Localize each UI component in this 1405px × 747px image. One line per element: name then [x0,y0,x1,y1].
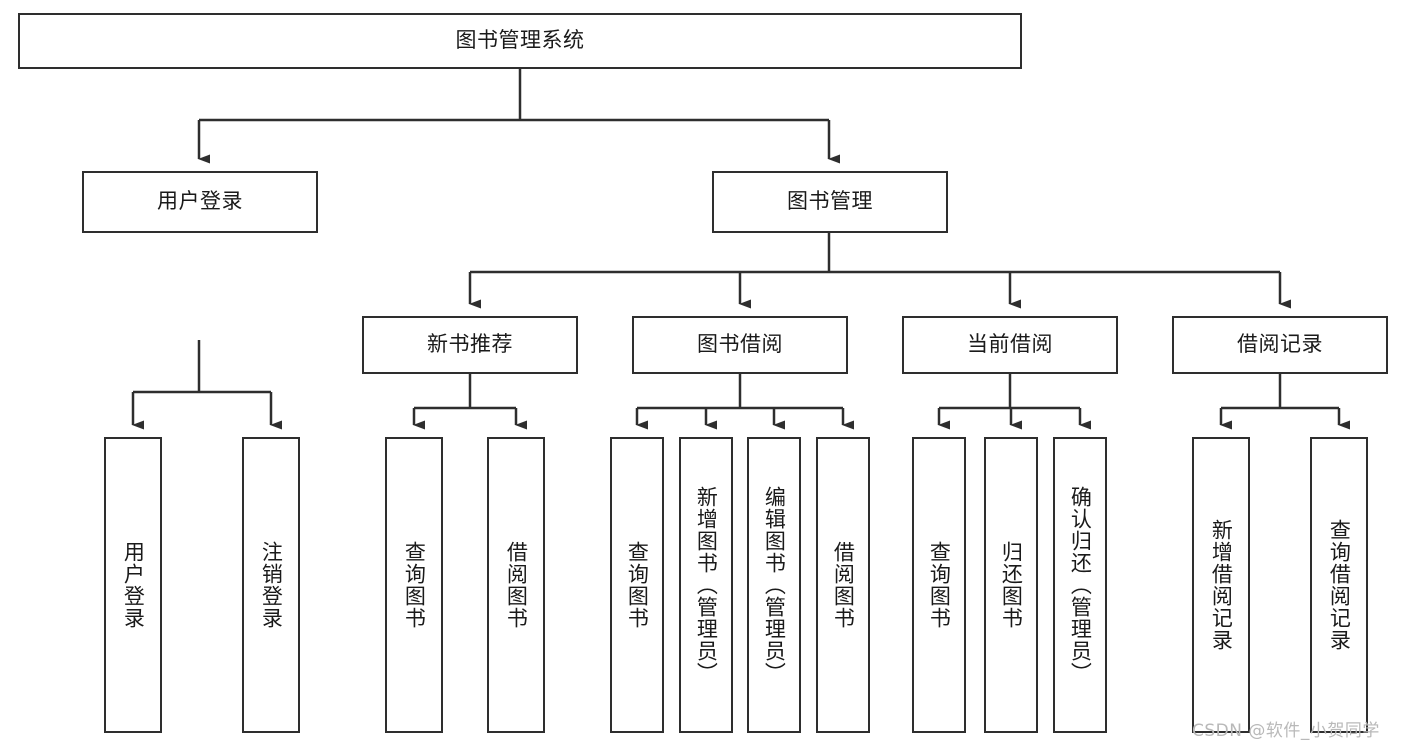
node-label-borrow-record: 借阅记录 [1237,332,1323,357]
node-leaf-query-book-1[interactable]: 查询图书 [385,437,443,733]
node-leaf-add-record[interactable]: 新增借阅记录 [1192,437,1250,733]
node-label-leaf-confirm-return: 确认归还（管理员） [1068,486,1093,684]
node-label-leaf-query-book-3: 查询图书 [927,541,952,629]
node-leaf-user-login[interactable]: 用户登录 [104,437,162,733]
node-current-borrow[interactable]: 当前借阅 [902,316,1118,374]
connector-paths [131,68,1350,430]
node-leaf-query-book-2[interactable]: 查询图书 [610,437,664,733]
node-leaf-borrow-book-1[interactable]: 借阅图书 [487,437,545,733]
node-label-root: 图书管理系统 [455,28,585,53]
node-leaf-edit-book[interactable]: 编辑图书（管理员） [747,437,801,733]
node-leaf-borrow-book-2[interactable]: 借阅图书 [816,437,870,733]
node-label-leaf-return-book: 归还图书 [999,541,1024,629]
node-label-leaf-query-book-2: 查询图书 [625,541,650,629]
node-label-leaf-query-book-1: 查询图书 [402,541,427,629]
watermark-text: CSDN @软件_小贺同学 [1192,721,1380,741]
node-label-leaf-user-login: 用户登录 [121,541,146,629]
node-leaf-return-book[interactable]: 归还图书 [984,437,1038,733]
node-label-user-login: 用户登录 [157,189,243,214]
node-leaf-confirm-return[interactable]: 确认归还（管理员） [1053,437,1107,733]
node-label-leaf-add-record: 新增借阅记录 [1209,519,1234,651]
node-label-leaf-add-book: 新增图书（管理员） [694,486,719,684]
node-book-borrow[interactable]: 图书借阅 [632,316,848,374]
node-leaf-add-book[interactable]: 新增图书（管理员） [679,437,733,733]
node-label-leaf-query-record: 查询借阅记录 [1327,519,1352,651]
node-label-leaf-borrow-book-2: 借阅图书 [831,541,856,629]
node-label-leaf-borrow-book-1: 借阅图书 [504,541,529,629]
node-new-book-rec[interactable]: 新书推荐 [362,316,578,374]
node-book-manage[interactable]: 图书管理 [712,171,948,233]
node-label-current-borrow: 当前借阅 [967,332,1053,357]
node-root[interactable]: 图书管理系统 [18,13,1022,69]
node-leaf-query-book-3[interactable]: 查询图书 [912,437,966,733]
node-label-leaf-logout: 注销登录 [259,541,284,629]
node-user-login[interactable]: 用户登录 [82,171,318,233]
node-label-book-borrow: 图书借阅 [697,332,783,357]
node-leaf-query-record[interactable]: 查询借阅记录 [1310,437,1368,733]
node-leaf-logout[interactable]: 注销登录 [242,437,300,733]
node-borrow-record[interactable]: 借阅记录 [1172,316,1388,374]
node-label-book-manage: 图书管理 [787,189,873,214]
node-label-leaf-edit-book: 编辑图书（管理员） [762,486,787,684]
node-label-new-book-rec: 新书推荐 [427,332,513,357]
